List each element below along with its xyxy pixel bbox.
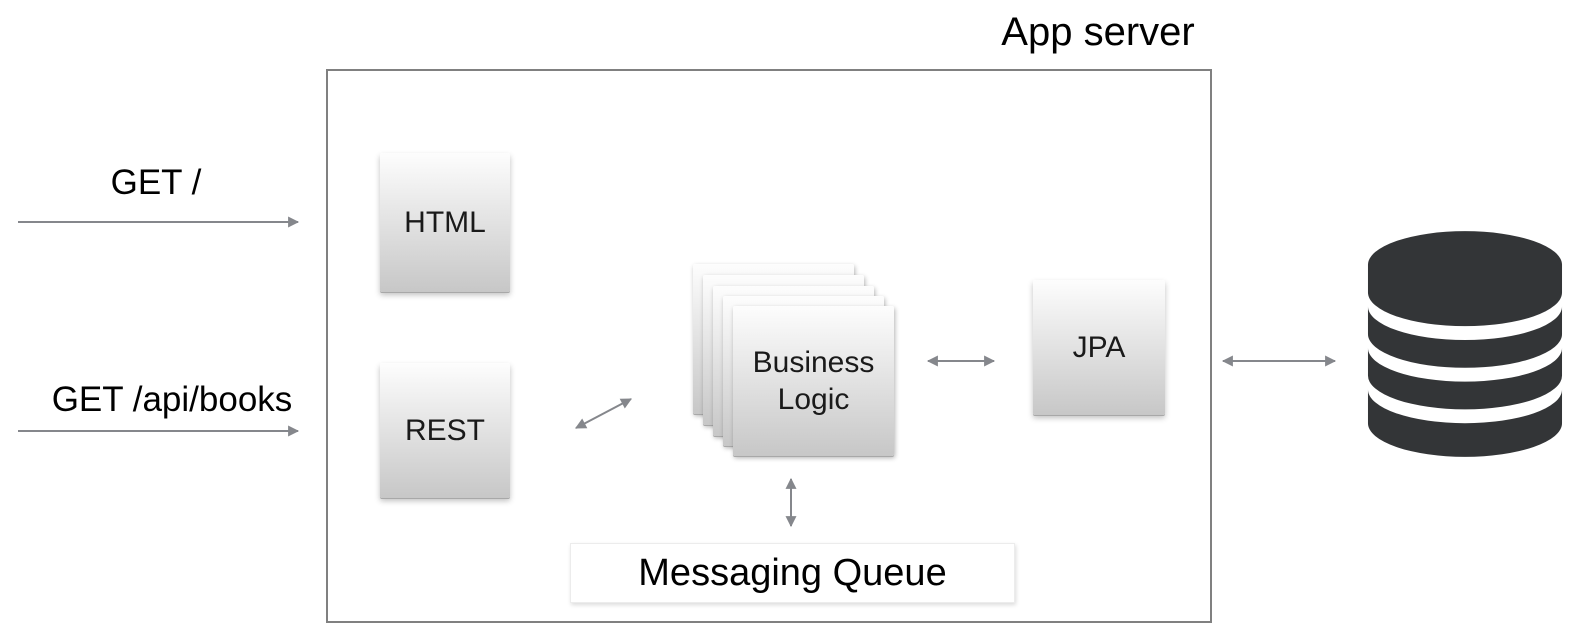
node-html: HTML xyxy=(380,153,510,292)
node-rest-label: REST xyxy=(404,413,485,447)
node-jpa: JPA xyxy=(1033,280,1165,415)
node-business-logic-label: Business Logic xyxy=(752,345,875,417)
node-rest: REST xyxy=(380,363,510,498)
request-label-get-root: GET / xyxy=(110,163,202,202)
node-business-logic-stack: Business Logic xyxy=(693,264,894,457)
node-html-label: HTML xyxy=(404,205,486,239)
request-label-get-api-books: GET /api/books xyxy=(51,380,293,419)
app-server-boundary xyxy=(326,69,1212,623)
node-jpa-label: JPA xyxy=(1072,330,1126,364)
node-messaging-queue: Messaging Queue xyxy=(570,543,1015,603)
diagram-title: App server xyxy=(1001,10,1195,54)
node-messaging-queue-label: Messaging Queue xyxy=(638,551,947,594)
business-logic-card-front: Business Logic xyxy=(733,306,894,456)
database-cylinder-icon xyxy=(1367,231,1563,457)
